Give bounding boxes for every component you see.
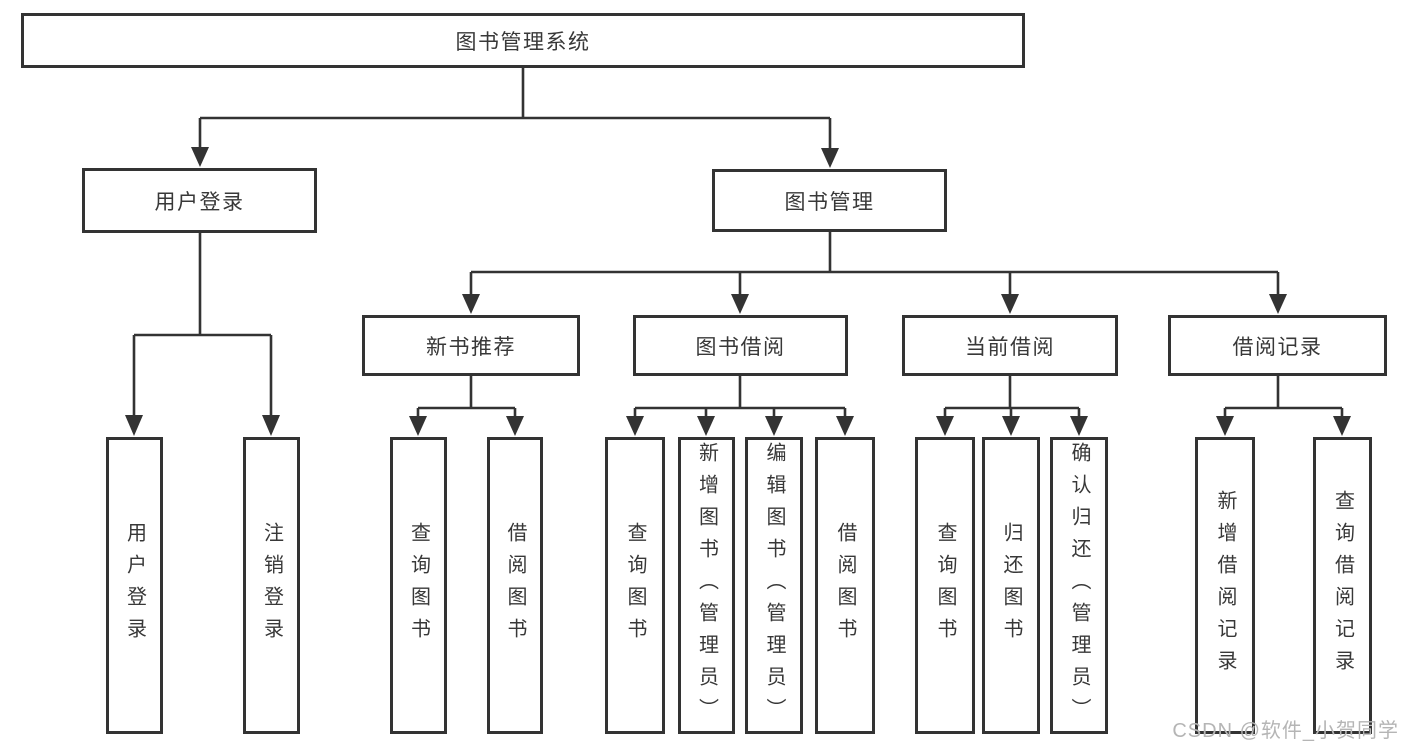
node-library-management-system: 图书管理系统 (21, 13, 1025, 68)
leaf-logout-label: 注销登录 (260, 521, 283, 650)
leaf-current-confirm-return-admin: 确认归还（管理员） (1050, 437, 1108, 734)
leaf-record-query-record: 查询借阅记录 (1313, 437, 1372, 734)
connector-stems (132, 68, 1344, 420)
node-new-book-recommend: 新书推荐 (362, 315, 580, 376)
leaf-borrow-add-books-admin: 新增图书（管理员） (678, 437, 735, 734)
leaf-borrow-edit-books-admin-label: 编辑图书（管理员） (763, 441, 785, 730)
leaf-user-login-label: 用户登录 (123, 521, 146, 650)
node-book-management: 图书管理 (712, 169, 947, 232)
leaf-record-add-record-label: 新增借阅记录 (1214, 489, 1236, 682)
leaf-newbook-borrow-books-label: 借阅图书 (504, 521, 526, 650)
node-user-login: 用户登录 (82, 168, 317, 233)
arrowheads (125, 147, 1351, 436)
leaf-current-return-books: 归还图书 (982, 437, 1040, 734)
leaf-borrow-edit-books-admin: 编辑图书（管理员） (745, 437, 803, 734)
leaf-user-login: 用户登录 (106, 437, 163, 734)
leaf-newbook-borrow-books: 借阅图书 (487, 437, 543, 734)
leaf-logout: 注销登录 (243, 437, 300, 734)
leaf-record-add-record: 新增借阅记录 (1195, 437, 1255, 734)
leaf-current-query-books: 查询图书 (915, 437, 975, 734)
leaf-borrow-query-books: 查询图书 (605, 437, 665, 734)
leaf-newbook-query-books-label: 查询图书 (407, 521, 430, 650)
node-borrow-record: 借阅记录 (1168, 315, 1387, 376)
leaf-current-return-books-label: 归还图书 (1000, 521, 1022, 650)
node-current-borrow: 当前借阅 (902, 315, 1118, 376)
leaf-borrow-query-books-label: 查询图书 (624, 521, 646, 650)
leaf-borrow-borrow-books: 借阅图书 (815, 437, 875, 734)
leaf-borrow-borrow-books-label: 借阅图书 (834, 521, 856, 650)
leaf-current-confirm-return-admin-label: 确认归还（管理员） (1068, 441, 1090, 730)
leaf-record-query-record-label: 查询借阅记录 (1331, 489, 1354, 682)
leaf-current-query-books-label: 查询图书 (934, 521, 956, 650)
leaf-newbook-query-books: 查询图书 (390, 437, 447, 734)
leaf-borrow-add-books-admin-label: 新增图书（管理员） (695, 441, 718, 730)
node-book-borrow: 图书借阅 (633, 315, 848, 376)
csdn-watermark: CSDN @软件_小贺同学 (1172, 720, 1399, 742)
